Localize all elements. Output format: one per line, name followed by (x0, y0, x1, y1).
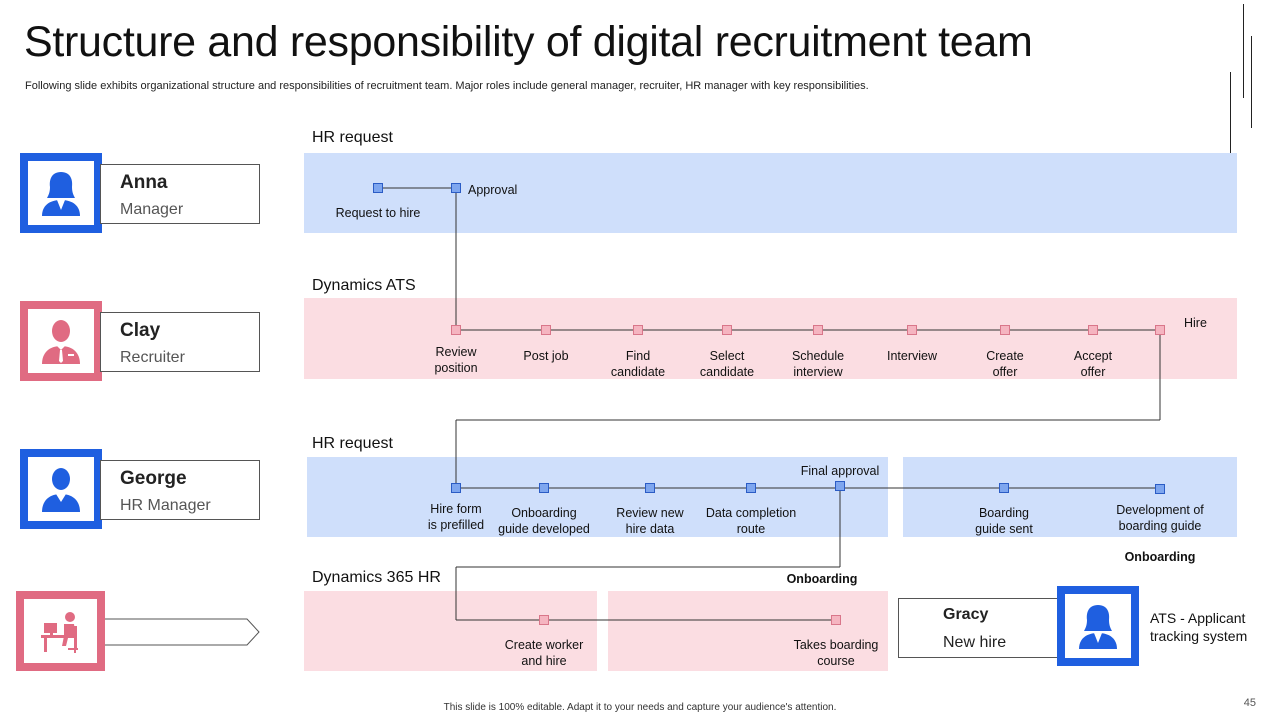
person-role: HR Manager (120, 497, 211, 514)
avatar-george (20, 449, 102, 529)
step-label: Development of boarding guide (1116, 503, 1204, 533)
node-accept-offer (1088, 325, 1098, 335)
lane-band-dynamics-365 (304, 591, 597, 671)
node-create-offer (1000, 325, 1010, 335)
person-role: Recruiter (120, 349, 185, 366)
footer-note: This slide is 100% editable. Adapt it to… (443, 702, 837, 713)
step-label: Data completion route (705, 506, 797, 536)
step-label: Create offer (986, 349, 1024, 379)
node-schedule-interview (813, 325, 823, 335)
node-create-worker (539, 615, 549, 625)
step-label: Approval (468, 183, 518, 197)
lane-band-dynamics-ats (304, 298, 1237, 379)
node-request-to-hire (373, 183, 383, 193)
step-label-onboarding: Onboarding (786, 572, 858, 586)
node-select-candidate (722, 325, 732, 335)
node-data-completion (746, 483, 756, 493)
avatar-gracy (1057, 586, 1139, 666)
step-label: Final approval (800, 464, 880, 478)
person-role: Manager (120, 201, 184, 218)
person-name: Clay (120, 320, 161, 341)
step-label: Takes boarding course (793, 638, 879, 668)
node-final-approval (835, 481, 845, 491)
lane-label: HR request (312, 435, 393, 452)
page-number: 45 (1243, 697, 1256, 709)
step-label: Find candidate (610, 349, 666, 379)
step-label: Select candidate (699, 349, 755, 379)
ats-legend: ATS - Applicant tracking system (1150, 610, 1248, 644)
male-recruiter-icon (42, 320, 80, 364)
avatar-desk-worker (16, 591, 105, 671)
node-post-job (541, 325, 551, 335)
step-label: Onboarding guide developed (498, 506, 590, 536)
person-name: Anna (120, 172, 168, 193)
step-label: Post job (523, 349, 569, 363)
page-subtitle: Following slide exhibits organizational … (25, 80, 869, 92)
step-label: Request to hire (335, 206, 421, 220)
person-card-gracy: Gracy New hire (898, 598, 1058, 658)
male-hr-manager-icon (42, 468, 80, 512)
step-label: Boarding guide sent (975, 506, 1033, 536)
step-label: Accept offer (1073, 349, 1113, 379)
female-manager-icon (42, 172, 80, 216)
lane-band-hr-request-3 (903, 457, 1237, 537)
node-approval (451, 183, 461, 193)
lane-label: Dynamics 365 HR (312, 569, 441, 586)
node-takes-boarding (831, 615, 841, 625)
step-label: Schedule interview (791, 349, 845, 379)
person-name: Gracy (943, 606, 989, 623)
lane-band-dynamics-365-2 (608, 591, 888, 671)
node-boarding-guide-sent (999, 483, 1009, 493)
node-onboarding-guide (539, 483, 549, 493)
decor-rule (1230, 72, 1231, 165)
person-card-anna: Anna Manager (100, 164, 260, 224)
node-hire-form (451, 483, 461, 493)
avatar-anna (20, 153, 102, 233)
step-label: Review new hire data (616, 506, 684, 536)
person-role: New hire (943, 634, 1007, 651)
node-review-new-hire (645, 483, 655, 493)
node-find-candidate (633, 325, 643, 335)
female-new-hire-icon (1079, 605, 1117, 649)
avatar-clay (20, 301, 102, 381)
node-hire (1155, 325, 1165, 335)
arrow-tab (103, 618, 260, 646)
step-label-onboarding: Onboarding (1124, 550, 1196, 564)
lane-label: HR request (312, 129, 393, 146)
step-label: Review position (434, 345, 478, 375)
step-label: Interview (886, 349, 938, 363)
step-label: Hire (1184, 316, 1207, 330)
desk-worker-icon (40, 612, 78, 653)
person-card-clay: Clay Recruiter (100, 312, 260, 372)
person-card-george: George HR Manager (100, 460, 260, 520)
step-label: Create worker and hire (504, 638, 584, 668)
decor-rule (1251, 36, 1252, 128)
page-title: Structure and responsibility of digital … (24, 18, 1033, 66)
decor-rule (1243, 4, 1244, 98)
step-label: Hire form is prefilled (427, 502, 485, 532)
lane-band-hr-request (304, 153, 1237, 233)
node-interview (907, 325, 917, 335)
person-name: George (120, 468, 187, 489)
lane-band-hr-request-2 (307, 457, 888, 537)
node-review-position (451, 325, 461, 335)
node-development-guide (1155, 484, 1165, 494)
lane-label: Dynamics ATS (312, 277, 416, 294)
